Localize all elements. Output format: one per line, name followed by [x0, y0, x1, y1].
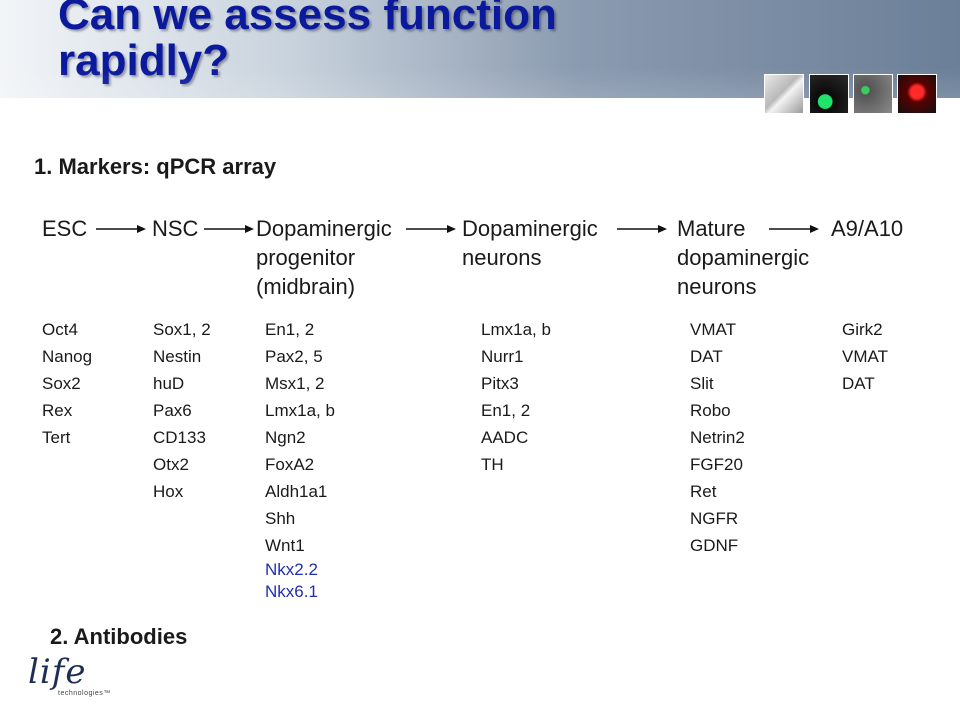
- stage-label: dopaminergic: [677, 245, 810, 270]
- marker-item: Pax6: [153, 401, 192, 420]
- marker-list-dopaminergic-neurons: Lmx1a, b Nurr1 Pitx3 En1, 2 AADC TH: [481, 316, 551, 478]
- marker-item: Pax2, 5: [265, 347, 323, 366]
- title-line-2: rapidly?: [58, 36, 230, 85]
- arrow-right-icon: [617, 223, 667, 235]
- marker-item: AADC: [481, 428, 529, 447]
- marker-item: Pitx3: [481, 374, 519, 393]
- marker-item: Nanog: [42, 347, 93, 366]
- logo-wordmark: life: [28, 652, 87, 692]
- company-logo: life technologies™: [24, 652, 134, 710]
- stage-label: Mature: [677, 216, 746, 241]
- marker-item: Hox: [153, 482, 184, 501]
- stage-label: neurons: [677, 274, 757, 299]
- cell-culture-image: [853, 74, 893, 114]
- stage-label: Dopaminergic: [256, 216, 392, 241]
- marker-item: En1, 2: [481, 401, 531, 420]
- marker-list-a9-a10: Girk2 VMAT DAT: [842, 316, 888, 397]
- marker-item: Lmx1a, b: [265, 401, 335, 420]
- arrow-right-icon: [204, 223, 254, 235]
- lab-flask-image: [809, 74, 849, 114]
- stage-label: progenitor: [256, 245, 356, 270]
- marker-item: Msx1, 2: [265, 374, 325, 393]
- stage-label: (midbrain): [256, 274, 356, 299]
- marker-item: Oct4: [42, 320, 78, 339]
- marker-item: Slit: [690, 374, 714, 393]
- marker-item: Shh: [265, 509, 296, 528]
- marker-item: FoxA2: [265, 455, 315, 474]
- marker-item: NGFR: [690, 509, 739, 528]
- arrow-right-icon: [769, 223, 819, 235]
- red-sample-image: [897, 74, 937, 114]
- stage-nsc: NSC: [152, 214, 198, 243]
- marker-item: Nestin: [153, 347, 202, 366]
- marker-item: Lmx1a, b: [481, 320, 551, 339]
- marker-item: Otx2: [153, 455, 189, 474]
- marker-item: Robo: [690, 401, 731, 420]
- logo-subtext: technologies™: [58, 690, 111, 697]
- dna-helix-image: [764, 74, 804, 114]
- slide-title: Can we assess function rapidly?: [58, 0, 557, 84]
- marker-item: Rex: [42, 401, 73, 420]
- marker-item: DAT: [842, 374, 875, 393]
- marker-item: Sox2: [42, 374, 81, 393]
- arrow-right-icon: [96, 223, 146, 235]
- marker-list-mature-dopaminergic-neurons: VMAT DAT Slit Robo Netrin2 FGF20 Ret NGF…: [690, 316, 745, 559]
- marker-item: En1, 2: [265, 320, 315, 339]
- marker-item: Wnt1: [265, 536, 305, 555]
- marker-item: Girk2: [842, 320, 883, 339]
- marker-item: TH: [481, 455, 504, 474]
- marker-list-nsc: Sox1, 2 Nestin huD Pax6 CD133 Otx2 Hox: [153, 316, 211, 505]
- title-line-1: Can we assess function: [58, 0, 557, 39]
- stage-label: Dopaminergic: [462, 216, 598, 241]
- highlighted-marker-item: Nkx6.1: [265, 582, 318, 601]
- stage-label: A9/A10: [831, 216, 904, 241]
- marker-item: Aldh1a1: [265, 482, 328, 501]
- marker-item: VMAT: [690, 320, 736, 339]
- section-markers-heading: 1. Markers: qPCR array: [34, 154, 277, 179]
- marker-item: Sox1, 2: [153, 320, 211, 339]
- marker-item: CD133: [153, 428, 206, 447]
- marker-item: FGF20: [690, 455, 743, 474]
- marker-item: VMAT: [842, 347, 888, 366]
- stage-esc: ESC: [42, 214, 87, 243]
- marker-item: Nurr1: [481, 347, 524, 366]
- marker-item: Ngn2: [265, 428, 306, 447]
- marker-list-esc: Oct4 Nanog Sox2 Rex Tert: [42, 316, 92, 451]
- marker-item: Netrin2: [690, 428, 745, 447]
- stage-dopaminergic-neurons: Dopaminergic neurons: [462, 214, 598, 272]
- stage-label: NSC: [152, 216, 199, 241]
- stage-mature-dopaminergic-neurons: Mature dopaminergic neurons: [677, 214, 809, 301]
- stage-dopaminergic-progenitor: Dopaminergic progenitor (midbrain): [256, 214, 392, 301]
- stage-label: ESC: [42, 216, 88, 241]
- stage-label: neurons: [462, 245, 542, 270]
- marker-item: GDNF: [690, 536, 739, 555]
- marker-list-dopaminergic-progenitor: En1, 2 Pax2, 5 Msx1, 2 Lmx1a, b Ngn2 Fox…: [265, 316, 335, 603]
- section-antibodies-heading: 2. Antibodies: [50, 624, 188, 649]
- marker-item: Tert: [42, 428, 71, 447]
- marker-item: Ret: [690, 482, 717, 501]
- highlighted-marker-item: Nkx2.2: [265, 560, 318, 579]
- marker-item: huD: [153, 374, 185, 393]
- marker-item: DAT: [690, 347, 723, 366]
- stage-a9-a10: A9/A10: [831, 214, 903, 243]
- arrow-right-icon: [406, 223, 456, 235]
